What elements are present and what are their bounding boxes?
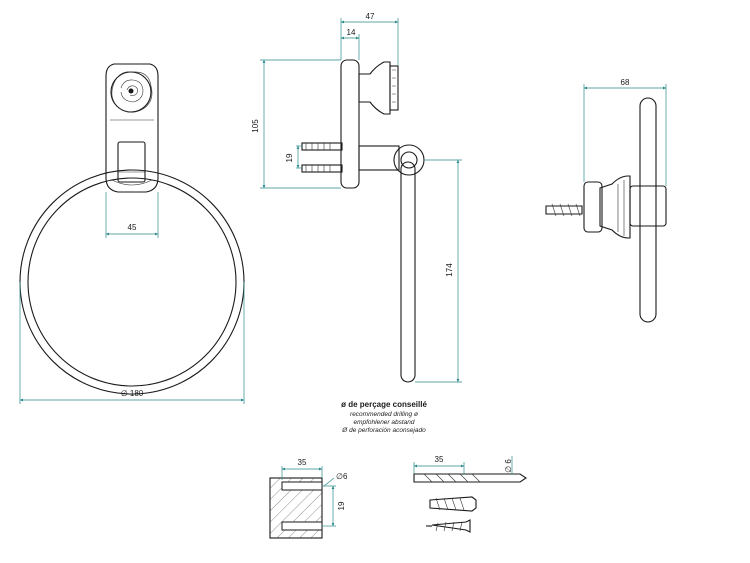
dim-mount-width-label: 45 — [128, 223, 137, 232]
side-wall-screws — [301, 142, 343, 173]
top-ring-bar — [639, 97, 657, 323]
front-holder-block — [117, 141, 146, 183]
drill-hole-top — [281, 481, 323, 491]
dim-mount-height-label: 105 — [251, 119, 260, 133]
dim-plug-spacing-label: 19 — [337, 501, 346, 510]
dim-plug-width-label: 35 — [298, 458, 307, 467]
drilling-note-title: ø de perçage conseillé — [341, 400, 427, 409]
dim-ring-drop: 174 — [415, 159, 462, 383]
dim-screw-diameter-label: ∅ 6 — [504, 459, 513, 473]
drilling-note-line-1: recommended drilling ø — [350, 411, 418, 418]
dim-side-depth: 47 — [340, 12, 399, 66]
dim-mount-width: 45 — [105, 192, 159, 238]
front-towel-ring-outer — [19, 169, 245, 395]
wood-screw-icon — [426, 519, 471, 533]
side-ring-pivot-outer — [393, 144, 425, 176]
side-holder-arm — [358, 145, 400, 171]
dim-mount-height: 105 — [251, 59, 341, 189]
top-wall-screw — [545, 203, 583, 217]
side-view: 47 14 105 19 174 — [251, 12, 462, 383]
rose-knob-icon — [110, 71, 153, 113]
drill-hole-bottom — [281, 521, 323, 531]
front-backplate — [105, 63, 159, 193]
top-knob — [599, 175, 631, 239]
dim-ring-drop-label: 174 — [445, 263, 454, 277]
drilling-note-line-3: Ø de perforación aconsejado — [341, 427, 426, 434]
front-towel-ring-inner — [27, 177, 237, 387]
side-knob — [358, 61, 391, 115]
drilling-note: ø de perçage conseillé recommended drill… — [341, 400, 427, 434]
dim-screw-spacing-label: 19 — [285, 153, 294, 162]
dim-plate-thickness-label: 14 — [347, 28, 356, 37]
top-view: 68 — [545, 78, 667, 323]
dim-plug-diameter-label: ∅6 — [336, 472, 348, 481]
side-backplate — [340, 59, 360, 189]
dim-screw-spacing: 19 — [285, 145, 302, 169]
front-backplate-inner — [110, 119, 154, 186]
drilling-note-line-2: empfohlener abstand — [353, 419, 414, 426]
wall-plug-icon — [429, 496, 477, 512]
dim-ring-diameter: ∅ 180 — [19, 282, 245, 404]
top-holder-block — [629, 185, 667, 227]
dim-side-depth-label: 47 — [366, 12, 375, 21]
dim-screw-length-label: 35 — [435, 455, 444, 464]
side-ring-profile — [400, 161, 416, 383]
dim-ring-offset: 68 — [583, 78, 667, 186]
wall-section-view: 35 ∅6 19 — [269, 458, 348, 539]
dim-plate-thickness: 14 — [340, 28, 360, 60]
front-view: 45 ∅ 180 — [19, 63, 245, 404]
drill-bit-icon: 35 ∅ 6 — [413, 455, 527, 483]
dim-ring-offset-label: 68 — [621, 78, 630, 87]
dim-ring-diameter-label: ∅ 180 — [121, 389, 144, 398]
side-ring-pivot-inner — [400, 151, 418, 169]
